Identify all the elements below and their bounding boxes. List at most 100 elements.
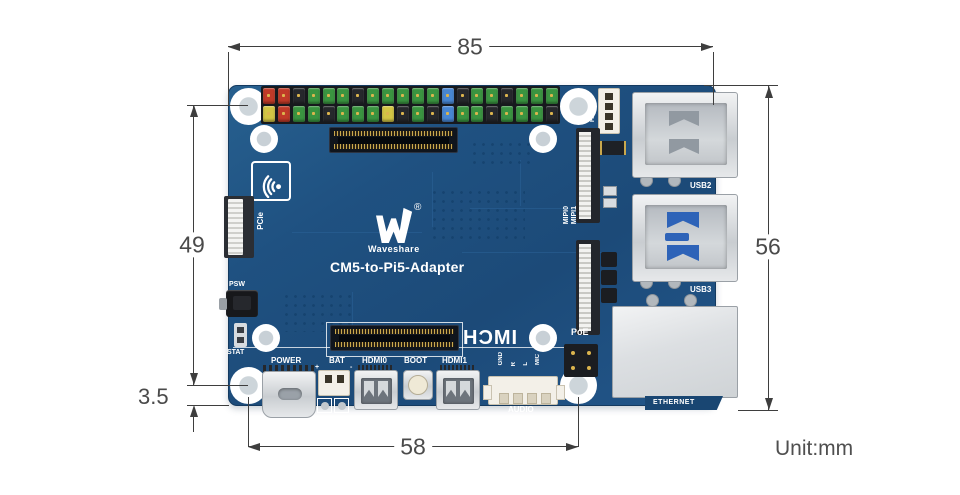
gpio-pin [311,112,315,115]
gpio-cap-column [367,88,380,122]
gpio-pin [549,112,553,115]
hdmi1-pins [440,365,476,371]
usbc-pins [263,365,315,372]
small-header [601,270,617,285]
gpio-cap-column [441,88,454,122]
poe-label: PoE [571,327,589,337]
bat-connector [318,370,350,396]
dim-58-ext-right [578,397,579,447]
dim-85-ext-right [713,52,714,105]
wifi-antenna-icon [262,175,282,198]
fan-label: FAN [590,110,596,122]
gpio-pin [415,112,419,115]
dim-49-label: 49 [173,232,211,258]
dim-56-ext-bottom [738,410,778,411]
gpio-cap-column [501,88,514,122]
gpio-jumper-cap [277,106,290,122]
dim-3-5-label: 3.5 [138,384,169,409]
usb3-label: USB3 [690,285,712,294]
gpio-cap-column [337,88,350,122]
pcb-trace [462,252,612,253]
chip-near-fan [600,141,626,155]
bat-pad-box [317,398,332,413]
gpio-pin [505,94,509,97]
gpio-pin [490,112,494,115]
psw-button [219,290,258,317]
gpio-pin [341,112,345,115]
boot-button [403,370,433,400]
gpio-jumper-cap [471,88,484,104]
dim-85-arrow-left [228,42,240,51]
gpio-pin [296,112,300,115]
dim-56-arrow-top [764,86,773,98]
dim-85-ext-left [228,52,229,105]
gpio-cap-column [486,88,499,122]
b2b-silk-outline [326,322,463,357]
gpio-jumper-cap [456,106,469,122]
inner-hole-bottom-left [252,324,280,352]
inner-hole-top-right [529,125,557,153]
hdmi0-label: HDMI0 [362,356,387,365]
gpio-jumper-cap [307,106,320,122]
dim-58-label: 58 [394,434,432,460]
antenna-icon-box [251,161,291,201]
gpio-jumper-cap [426,106,439,122]
dim-58-ext-left [248,397,249,447]
gpio-jumper-cap [516,88,529,104]
gpio-jumper-cap [367,106,380,122]
mounting-hole-top-left [230,88,267,125]
small-component [603,186,617,196]
gpio-cap-column [382,88,395,122]
gpio-pin [490,94,494,97]
audio-connector [483,376,565,405]
pcb-via-pattern [430,188,525,240]
gpio-cap-column [263,88,275,122]
gpio-pin [267,112,270,115]
gpio-cap-column [277,88,290,122]
gpio-jumper-cap [545,88,558,104]
gpio-pin [386,112,390,115]
dim-49-leader-bottom [187,385,248,386]
gpio-pin [445,94,449,97]
ethernet-port [612,306,738,398]
gpio-jumper-cap [456,88,469,104]
gpio-pin [386,94,390,97]
poe-header [564,344,598,377]
gpio-jumper-cap [545,106,558,122]
product-label: CM5-to-Pi5-Adapter [330,259,465,275]
usb3-port [632,194,738,282]
small-component [603,198,617,208]
gpio-cap-column [516,88,529,122]
dim-3-5-shaft [193,417,194,432]
gpio-jumper-cap [352,106,365,122]
inner-hole-top-left [250,125,278,153]
b2b-connector-top [329,127,458,153]
gpio-jumper-cap [486,106,499,122]
gpio-cap-column [426,88,439,122]
hdmi-logo: HƆMI [463,327,519,349]
waveshare-logo-icon [376,207,413,244]
gpio-cap-column [352,88,365,122]
gpio-pin [475,112,479,115]
unit-label: Unit:mm [775,437,854,460]
psw-label: PSW [229,281,245,288]
gpio-pin [281,94,285,97]
gpio-pin [535,112,539,115]
dim-49-arrow-top [189,105,198,117]
dim-3-5-arrow-bottom [189,405,198,417]
gpio-cap-column [397,88,410,122]
gpio-pin [326,94,330,97]
hdmi0-port [354,370,398,410]
gpio-jumper-cap [411,106,424,122]
gpio-pin [430,94,434,97]
dim-3-5-leader [187,405,229,406]
dim-49-leader-top [187,105,248,106]
dim-56-arrow-bottom [764,398,773,410]
gpio-jumper-cap [337,106,350,122]
gpio-jumper-cap [367,88,380,104]
gpio-cap-column [456,88,469,122]
gpio-jumper-cap [382,88,395,104]
gpio-jumper-cap [352,88,365,104]
gpio-jumper-cap [397,88,410,104]
